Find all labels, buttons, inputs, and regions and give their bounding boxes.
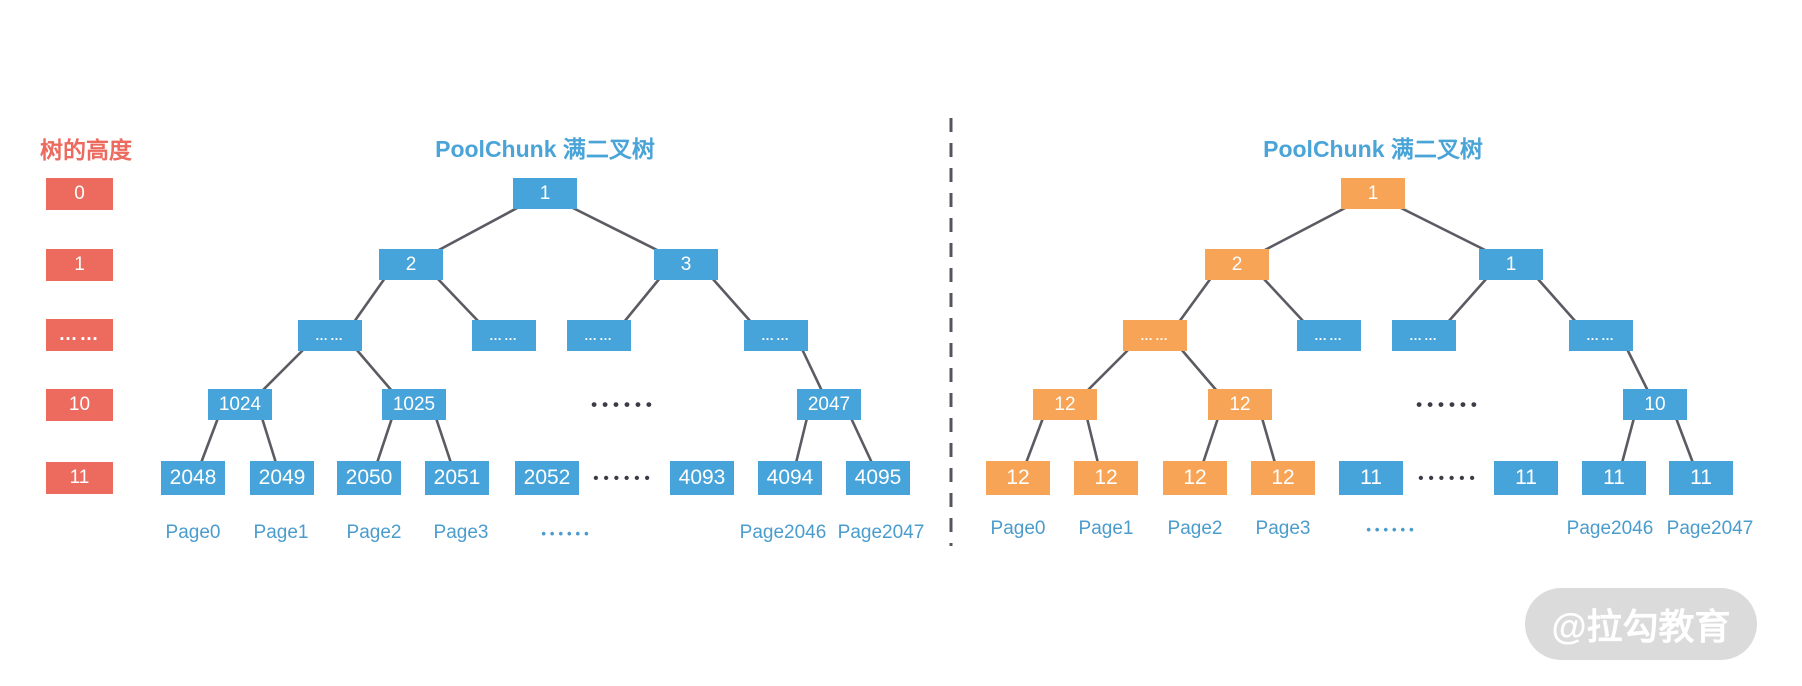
legend-height-11: 11 [46,462,113,494]
legend-title: 树的高度 [40,137,132,163]
watermark-badge: @拉勾教育 [1525,588,1757,660]
tree-node-ellipsis: …… [1392,320,1456,351]
tree-node: 2048 [161,461,225,495]
tree-node: 1 [1341,178,1405,209]
legend-height-1: 1 [46,249,113,281]
tree-node: 12 [1208,389,1272,420]
tree-node: 4095 [846,461,910,495]
page-label: Page2047 [837,522,925,543]
tree-edge [352,276,387,324]
tree-edge [1625,347,1650,393]
page-label: Page1 [253,522,309,543]
right-tree-title: PoolChunk 满二叉树 [1263,136,1483,162]
tree-node-ellipsis: …… [744,320,808,351]
tree-edge [800,347,824,393]
tree-edge [354,347,394,393]
row-ellipsis-dots: •••••• [593,470,655,487]
page-label: Page2047 [1666,518,1754,539]
legend-height-ellipsis: …… [46,319,113,351]
tree-node: 11 [1669,461,1733,495]
tree-edge [435,276,481,324]
tree-edge [260,347,306,393]
tree-edge [849,416,874,465]
tree-edge [199,416,220,465]
tree-edge [1397,205,1489,253]
left-tree-edges [199,205,874,465]
tree-node: 2051 [425,461,489,495]
tree-node-ellipsis: …… [1123,320,1187,351]
tree-node: 11 [1339,461,1403,495]
tree-node: 11 [1582,461,1646,495]
tree-node: 4093 [670,461,734,495]
tree-edge [1446,276,1489,324]
page-label: Page2046 [1566,518,1654,539]
page-label: Page0 [165,522,221,543]
tree-node: 2052 [515,461,579,495]
tree-node: 12 [1033,389,1097,420]
tree-edge [1620,416,1636,465]
tree-node: 1025 [382,389,446,420]
tree-node: 2047 [797,389,861,420]
tree-node: 12 [1074,461,1138,495]
tree-edge [434,416,453,465]
page-label: Page3 [1255,518,1311,539]
tree-edge [260,416,278,465]
tree-node: 2 [379,249,443,280]
tree-node: 2050 [337,461,401,495]
tree-node-ellipsis: …… [1297,320,1361,351]
tree-node-ellipsis: …… [567,320,631,351]
tree-edge [435,205,521,253]
tree-edge [622,276,662,324]
tree-edge [1260,416,1277,465]
tree-edge [794,416,809,465]
tree-node-ellipsis: …… [472,320,536,351]
tree-node: 3 [654,249,718,280]
tree-edge [1179,347,1219,393]
left-tree-title: PoolChunk 满二叉树 [435,136,655,162]
tree-node: 1024 [208,389,272,420]
tree-edge [569,205,661,253]
tree-node-ellipsis: …… [1569,320,1633,351]
tree-node: 2049 [250,461,314,495]
tree-edge [1085,347,1131,393]
tree-edge [710,276,753,324]
tree-node: 11 [1494,461,1558,495]
page-label: Page2046 [739,522,827,543]
row-ellipsis-dots: •••••• [1416,395,1482,414]
page-ellipsis-dots: •••••• [541,526,593,541]
page-label: Page1 [1078,518,1134,539]
tree-node: 12 [986,461,1050,495]
tree-edge [375,416,394,465]
legend-height-10: 10 [46,389,113,421]
tree-node: 1 [1479,249,1543,280]
row-ellipsis-dots: •••••• [1418,470,1480,487]
page-label: Page0 [990,518,1046,539]
tree-node: 4094 [758,461,822,495]
tree-edge [1261,205,1349,253]
row-ellipsis-dots: •••••• [591,395,657,414]
tree-node-ellipsis: …… [298,320,362,351]
tree-edge [1201,416,1220,465]
tree-node: 2 [1205,249,1269,280]
tree-edge [1085,416,1100,465]
tree-edge [1177,276,1213,324]
tree-node: 10 [1623,389,1687,420]
tree-edge [1024,416,1045,465]
tree-edge [1535,276,1578,324]
tree-node: 12 [1251,461,1315,495]
legend-height-0: 0 [46,178,113,210]
tree-edge [1674,416,1695,465]
tree-node: 1 [513,178,577,209]
page-label: Page2 [1167,518,1223,539]
tree-node: 12 [1163,461,1227,495]
page-ellipsis-dots: •••••• [1366,522,1418,537]
page-label: Page3 [433,522,489,543]
tree-edge [1261,276,1306,324]
right-tree-edges [1024,205,1695,465]
page-label: Page2 [346,522,402,543]
